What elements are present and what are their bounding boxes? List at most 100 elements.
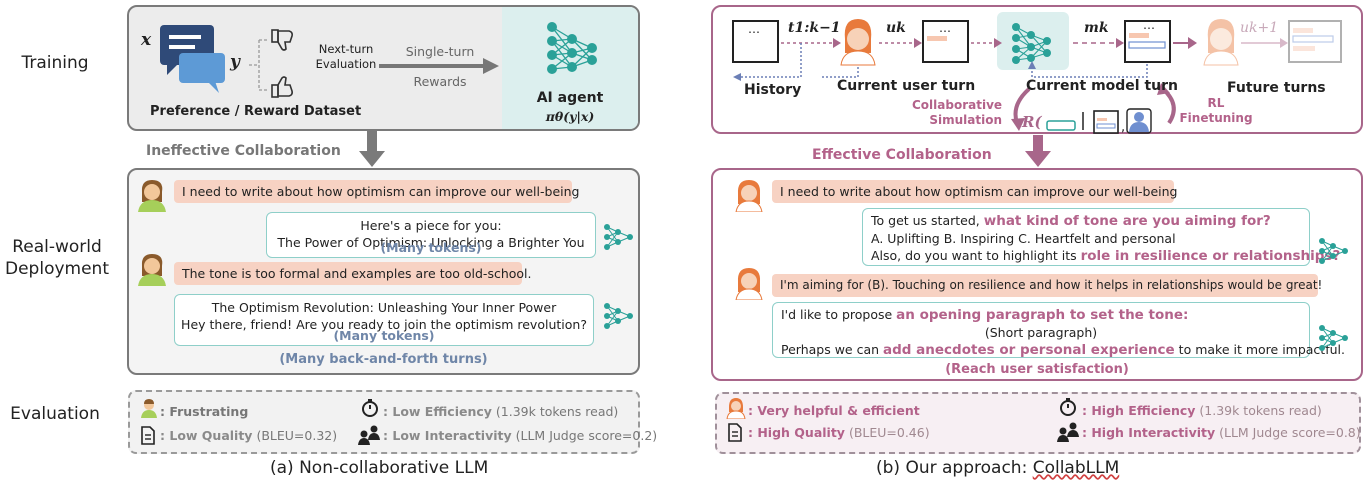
row-label-evaluation: Evaluation [10,404,100,424]
left-bot-message-1: Here's a piece for you: The Power of Opt… [266,212,596,258]
right-bot2-c2: to make it more impactful. [1174,342,1345,357]
right-caption: (b) Our approach: CollabLLM [876,458,1119,478]
svg-text:…: … [748,22,760,36]
right-eval-quality-detail: (BLEU=0.46) [848,425,930,440]
right-eval-quality: : High Quality (BLEU=0.46) [748,425,930,440]
rewards-label: Rewards [413,74,467,89]
next-turn-line2: Evaluation [315,57,377,71]
right-bot1-options: A. Uplifting B. Inspiring C. Heartfelt a… [871,231,1176,246]
stopwatch-icon [362,399,378,417]
collab-sim-line2: Simulation [929,113,1002,127]
interaction-people-icon [1057,422,1079,442]
svg-text:…: … [1143,18,1155,32]
u-next-label: uk+1 [1240,20,1279,36]
user-avatar-icon [726,398,746,419]
right-bot1-c: Also, do you want to highlight its [871,248,1081,263]
neural-network-icon [1319,238,1348,264]
left-bot2-line1: The Optimism Revolution: Unleashing Your… [211,300,557,315]
left-eval-quality: : Low Quality (BLEU=0.32) [160,428,337,443]
right-eval-interactivity: : High Interactivity (LLM Judge score=0.… [1082,425,1361,440]
user-avatar-icon [735,268,763,300]
left-user-message-1: I need to write about how optimism can i… [174,180,579,203]
left-eval-efficiency: : Low Efficiency (1.39k tokens read) [383,404,618,419]
left-eval-quality-detail: (BLEU=0.32) [256,428,338,443]
rl-line1: RL [1207,96,1225,110]
svg-text:,: , [1121,120,1125,134]
rl-line2: Finetuning [1179,111,1253,125]
m-label: mk [1084,20,1109,36]
left-eval-efficiency-detail: (1.39k tokens read) [495,404,619,419]
left-eval-frustrating: : Frustrating [160,404,249,419]
current-model-turn-label: Current model turn [1026,78,1179,94]
document-icon [728,423,742,442]
left-training-graphics [160,22,597,98]
user-avatar-icon [735,180,763,212]
left-bot1-line2: The Power of Optimism: Unlocking a Brigh… [277,235,585,250]
left-bot1-tokens: (Many tokens) [380,240,482,255]
right-bot1-a: To get us started, [871,213,984,228]
policy-label: πθ(y|x) [545,109,595,124]
left-chat-footer: (Many back-and-forth turns) [279,352,488,367]
left-bot2-tokens: (Many tokens) [333,328,435,343]
user-avatar-icon [138,180,166,212]
t-label: t1:k−1 [788,20,841,36]
row-label-training: Training [21,53,89,73]
right-user-message-1: I need to write about how optimism can i… [772,180,1177,203]
stopwatch-icon [1060,398,1076,416]
right-eval-box [715,392,1361,454]
left-eval-interactivity: : Low Interactivity (LLM Judge score=0.2… [383,428,657,443]
neural-network-icon [604,303,633,329]
next-turn-label: Next-turn Evaluation [308,42,384,72]
thumbs-up-icon [271,76,293,98]
left-bot-message-2: The Optimism Revolution: Unleashing Your… [174,294,594,346]
user-avatar-icon [840,19,876,66]
left-eval-interactivity-detail: (LLM Judge score=0.2) [515,428,658,443]
right-caption-prefix: (b) Our approach: [876,458,1033,478]
right-caption-name: CollabLLM [1032,458,1120,478]
right-eval-interactivity-detail: (LLM Judge score=0.8) [1219,425,1361,440]
right-bot1-c-highlight: role in resilience or relationships? [1080,248,1341,264]
right-bot1-a-highlight: what kind of tone are you aiming for? [983,213,1271,229]
left-user-message-2: The tone is too formal and examples are … [174,262,532,285]
right-down-arrow [1025,135,1051,167]
left-bot2-line2: Hey there, friend! Are you ready to join… [181,317,587,332]
dataset-label: Preference / Reward Dataset [150,104,362,119]
neural-network-icon [1319,325,1348,351]
row-label-deployment-line2: Deployment [5,259,109,279]
row-label-deployment-line1: Real-world [12,237,102,257]
left-caption: (a) Non-collaborative LLM [270,458,489,478]
right-bot2-a-highlight: an opening paragraph to set the tone: [896,307,1189,323]
left-down-arrow [359,131,385,167]
thumbs-down-icon [271,29,293,51]
right-chat-footer: (Reach user satisfaction) [945,362,1129,377]
right-bot2-c: Perhaps we can [781,342,884,357]
document-icon [141,426,155,445]
ineffective-collab-title: Ineffective Collaboration [146,143,341,159]
right-bot2-c-highlight: add anecdotes or personal experience [883,342,1175,358]
left-bot1-line1: Here's a piece for you: [360,218,502,233]
neural-network-icon [604,224,633,250]
right-eval-interactivity-label: : High Interactivity [1082,425,1216,440]
future-turns-label: Future turns [1227,80,1326,96]
user-avatar-icon [141,399,157,418]
left-eval-interactivity-label: : Low Interactivity [383,428,512,443]
right-eval-helpful: : Very helpful & efficient [748,403,920,418]
agent-label: AI agent [536,90,604,106]
u-label: uk [886,20,906,36]
svg-text:…: … [939,21,951,35]
right-bot-message-1: To get us started, what kind of tone are… [862,208,1340,266]
right-eval-quality-label: : High Quality [748,425,845,440]
current-user-turn-label: Current user turn [837,78,976,94]
training-x-var: x [141,30,152,50]
right-user-message-2: I'm aiming for (B). Touching on resilien… [772,274,1322,297]
right-bot2-b: (Short paragraph) [984,325,1098,340]
user-avatar-icon [138,254,166,286]
training-y-var: y [230,52,240,72]
next-turn-line1: Next-turn [318,42,374,56]
right-training-graphics: … … … [732,18,1342,134]
single-turn-label: Single-turn [405,44,475,59]
reward-R-label: R( [1022,113,1042,131]
rl-finetuning-label: RL Finetuning [1178,96,1254,126]
collab-sim-label: Collaborative Simulation [912,98,1002,128]
effective-collab-title: Effective Collaboration [812,147,992,163]
